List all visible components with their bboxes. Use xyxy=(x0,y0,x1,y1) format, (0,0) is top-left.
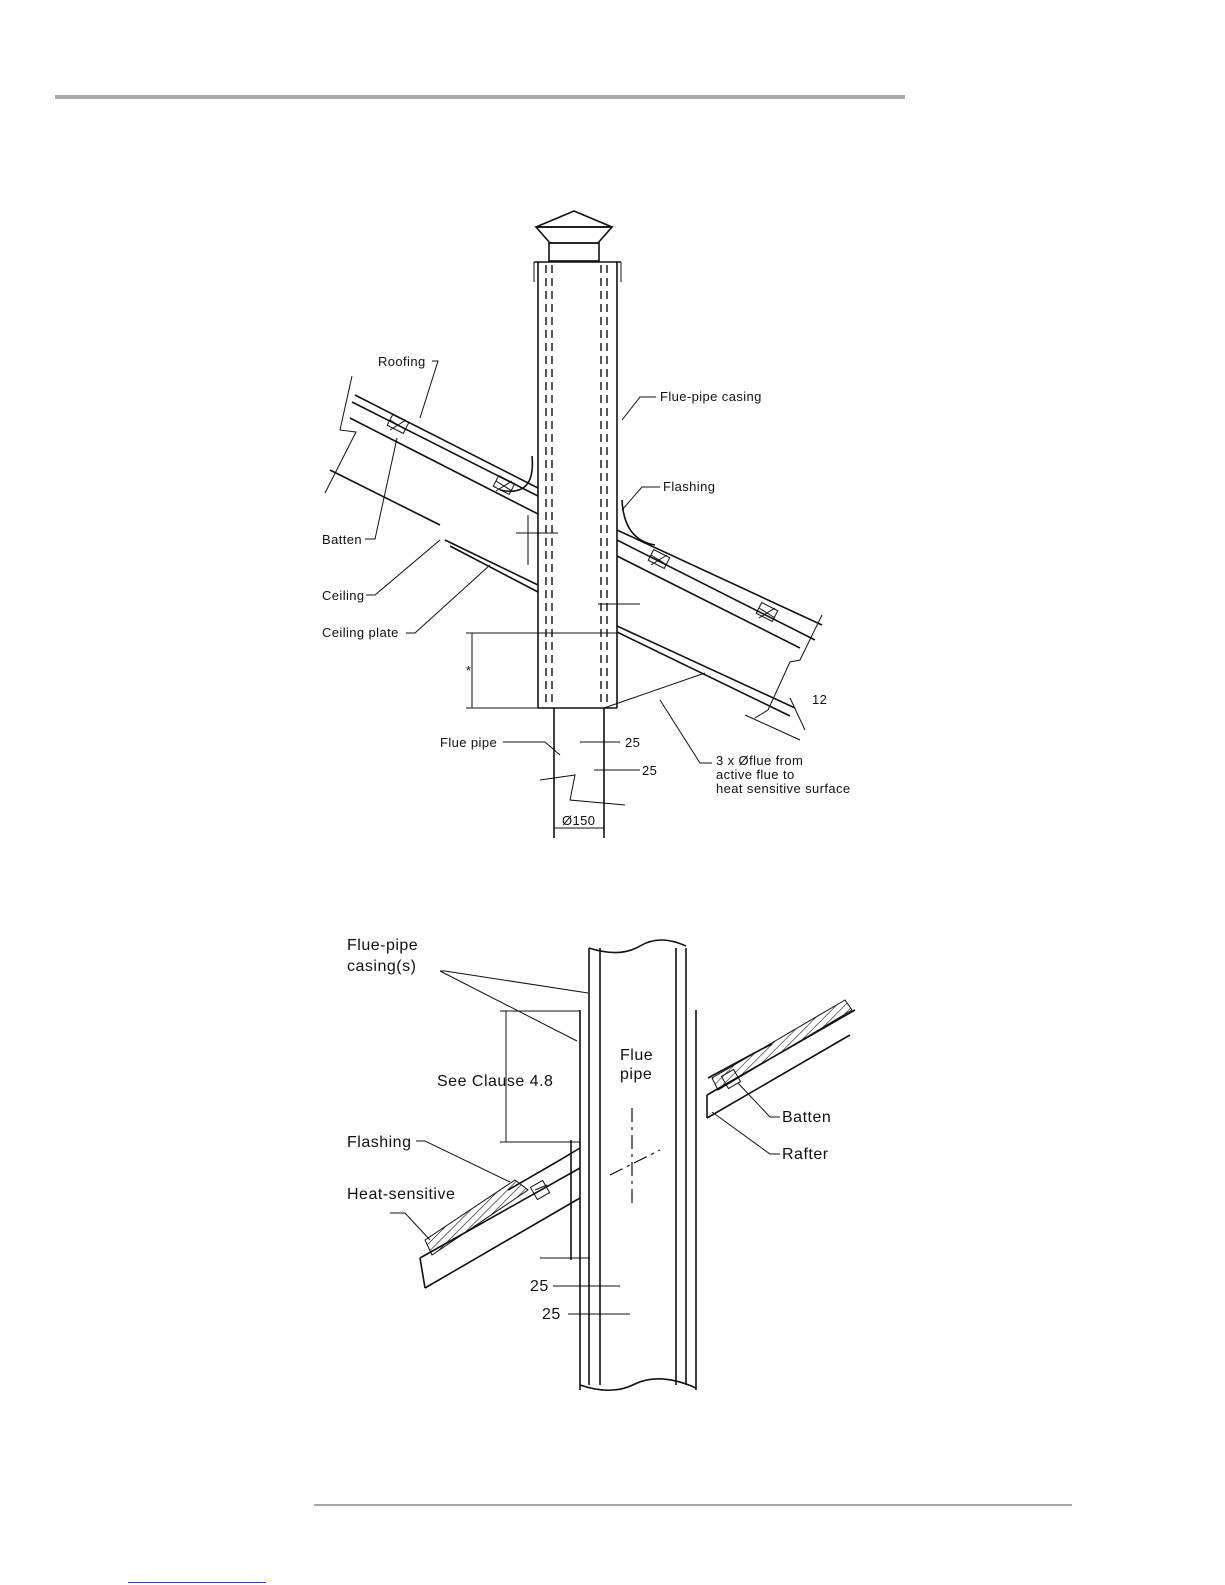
label-gap-25-a: 25 xyxy=(625,735,640,750)
label-see-clause: See Clause 4.8 xyxy=(437,1073,553,1090)
roof-right xyxy=(516,500,822,740)
label-heat-sensitive: Heat-sensitive xyxy=(347,1186,455,1203)
note-line-2: active flue to xyxy=(716,767,795,782)
label-ceiling-plate: Ceiling plate xyxy=(322,625,399,640)
label-flue-pipe-casing: Flue-pipe casing xyxy=(660,389,762,404)
flue-pipe-casing xyxy=(538,262,617,708)
label-dim-12: 12 xyxy=(812,692,827,707)
label-batten: Batten xyxy=(322,532,362,547)
roof-right-2 xyxy=(707,1000,855,1118)
label-gap-25-c: 25 xyxy=(530,1278,549,1295)
label-flue-pipe: Flue pipe xyxy=(440,735,497,750)
label-asterisk: * xyxy=(466,663,471,678)
inner-flue-hidden-lines xyxy=(546,265,607,706)
label-gap-25-d: 25 xyxy=(542,1306,561,1323)
label-flashing-2: Flashing xyxy=(347,1134,411,1151)
dimension-lines xyxy=(466,633,805,832)
figure-1-flue-through-roof: Roofing Flue-pipe casing Flashing Batten… xyxy=(322,211,851,838)
footer-link-underline[interactable] xyxy=(128,1582,266,1583)
label-ceiling: Ceiling xyxy=(322,588,365,603)
label-casing-line-2: casing(s) xyxy=(347,958,416,975)
label-casing-line-1: Flue-pipe xyxy=(347,937,418,954)
label-flashing: Flashing xyxy=(663,479,715,494)
note-line-3: heat sensitive surface xyxy=(716,781,851,796)
cowl xyxy=(534,211,621,282)
flue-pipe-walls xyxy=(580,940,696,1390)
label-diameter: Ø150 xyxy=(562,813,595,828)
label-roofing: Roofing xyxy=(378,354,426,369)
figure-2-casing-clearance: Flue-pipe casing(s) See Clause 4.8 Flue … xyxy=(347,937,855,1390)
bottom-divider xyxy=(314,1504,1072,1506)
label-batten-2: Batten xyxy=(782,1109,831,1126)
note-line-1: 3 x Øflue from xyxy=(716,753,803,768)
label-flue-line-1: Flue xyxy=(620,1047,653,1064)
dimensions-2 xyxy=(500,1011,630,1314)
roof-left-2 xyxy=(420,1148,580,1288)
label-gap-25-b: 25 xyxy=(642,763,657,778)
label-rafter: Rafter xyxy=(782,1146,829,1163)
roof-left xyxy=(325,376,538,592)
label-flue-line-2: pipe xyxy=(620,1066,652,1083)
centre-line xyxy=(610,1108,660,1205)
